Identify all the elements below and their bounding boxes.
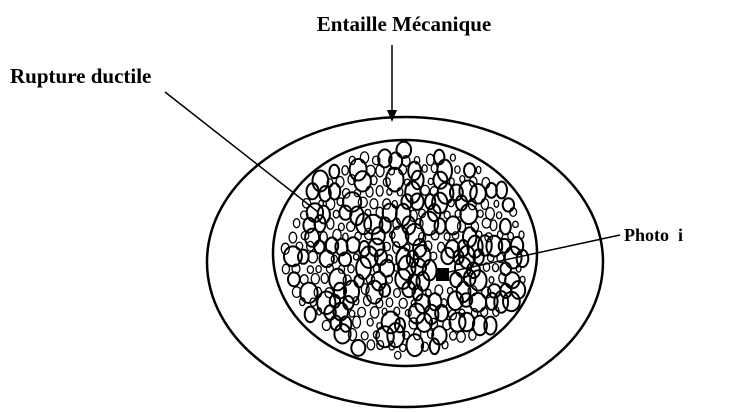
dimple <box>289 232 297 243</box>
dimple <box>370 307 379 318</box>
dimple <box>486 183 497 198</box>
dimple <box>399 298 407 308</box>
dimple <box>435 218 446 233</box>
dimple <box>327 218 334 229</box>
rupture-leader-line <box>165 92 318 212</box>
dimple <box>367 340 375 350</box>
dimple <box>350 159 367 181</box>
dimple <box>300 283 317 303</box>
dimple <box>321 273 328 283</box>
dimple <box>490 220 497 231</box>
dimple <box>394 289 401 298</box>
dimple <box>450 313 466 332</box>
dimple <box>298 250 309 264</box>
dimple <box>457 331 466 342</box>
dimple <box>455 166 460 173</box>
dimple <box>463 227 476 247</box>
dimple <box>503 198 514 211</box>
dimple <box>444 233 450 241</box>
dimple <box>316 266 321 273</box>
dimple <box>494 200 499 207</box>
dimple <box>333 210 339 218</box>
dimple <box>284 246 302 266</box>
dimple <box>400 344 406 351</box>
dimple <box>353 316 361 328</box>
dimple <box>376 165 384 177</box>
dimple <box>288 272 300 286</box>
dimple <box>305 307 316 323</box>
dimple <box>358 307 366 317</box>
dimple <box>329 165 339 179</box>
dimple <box>489 277 494 283</box>
dimple <box>358 197 367 207</box>
dimple <box>469 330 476 340</box>
dimple <box>496 182 507 199</box>
dimple <box>349 310 355 317</box>
dimple <box>367 318 373 326</box>
notch-label: Entaille Mécanique <box>317 12 491 36</box>
dimple <box>395 351 401 359</box>
dimple <box>336 177 344 188</box>
dimple <box>499 239 511 253</box>
dimple <box>348 265 354 273</box>
dimple <box>282 264 289 274</box>
dimple <box>459 313 474 331</box>
dimple <box>347 237 360 253</box>
dimple <box>307 266 313 274</box>
dimple <box>397 142 412 158</box>
dimple <box>513 221 519 227</box>
dimple <box>450 154 455 161</box>
dimple <box>376 186 383 196</box>
dimple <box>361 332 368 340</box>
rupture-label: Rupture ductile <box>10 64 151 88</box>
dimple <box>386 298 393 307</box>
dimple <box>493 264 499 272</box>
dimple <box>482 218 491 228</box>
dimple <box>322 320 330 330</box>
dimple <box>464 163 475 177</box>
dimple <box>293 219 299 228</box>
dimple <box>476 166 481 173</box>
dimple <box>370 199 378 209</box>
dimple-pattern <box>281 142 528 359</box>
dimple <box>342 166 348 175</box>
dimple <box>450 273 462 288</box>
dimple <box>422 165 427 173</box>
dimple <box>450 332 457 341</box>
dimple <box>354 254 359 260</box>
dimple <box>347 222 355 232</box>
dimple <box>407 334 424 356</box>
photo-label: Photo i <box>624 225 683 245</box>
outer-specimen-circle <box>207 117 603 407</box>
dimple <box>497 212 502 219</box>
dimple <box>351 340 365 356</box>
dimple <box>470 184 486 204</box>
photo-location-marker <box>436 268 449 281</box>
